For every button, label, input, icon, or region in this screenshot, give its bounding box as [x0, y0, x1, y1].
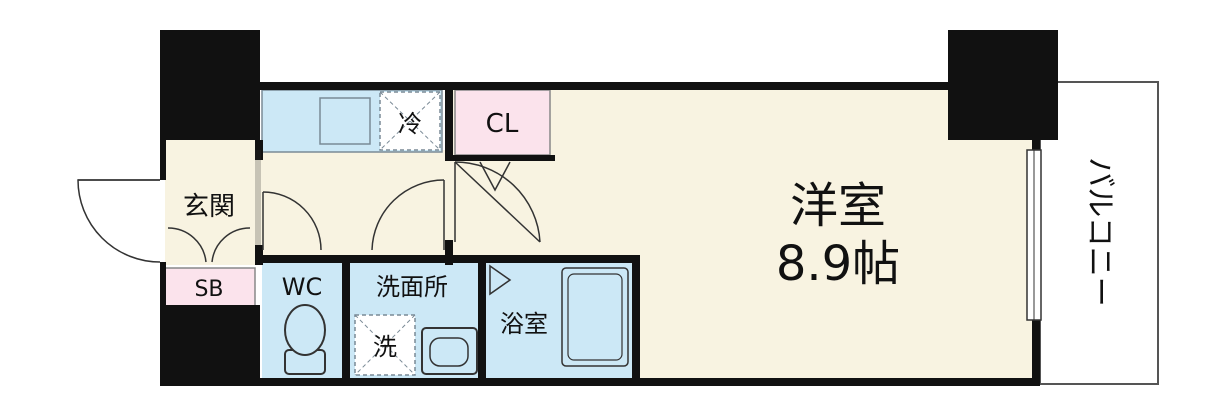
shoe-box-door [167, 227, 251, 263]
living-room-size: 8.9帖 [776, 236, 900, 292]
closet-area [454, 89, 551, 156]
entrance-label: 玄関 [183, 192, 235, 222]
living-room-name: 洋室 [790, 178, 886, 234]
corridor-door-1 [262, 191, 322, 251]
wall-column-right [948, 30, 1058, 140]
washroom-label: 洗面所 [376, 273, 448, 301]
shoe-box-label: SB [194, 277, 223, 302]
washer-label: 洗 [373, 333, 397, 361]
toilet-label: WC [282, 273, 323, 301]
balcony-area [1039, 81, 1159, 385]
entrance-door [77, 179, 161, 263]
living-door [454, 161, 541, 243]
corridor-door-2 [371, 179, 445, 251]
wash-basin-bowl [429, 337, 469, 367]
toilet-bowl [284, 304, 326, 356]
fridge-space [379, 91, 441, 151]
closet-label: CL [486, 109, 519, 139]
bath-label: 浴室 [500, 310, 548, 338]
bath-door [489, 264, 512, 296]
wall-column-left [160, 30, 260, 140]
entrance-floor [165, 140, 255, 265]
corridor-floor [255, 150, 450, 258]
shoe-box [164, 267, 256, 307]
kitchen-sink [319, 97, 371, 145]
balcony-label: バルコニー [1082, 157, 1117, 306]
closet-door [479, 161, 511, 192]
wall-column-left-lower [160, 305, 260, 385]
fridge-label: 冷 [398, 110, 422, 138]
bathtub-inner [567, 273, 623, 361]
